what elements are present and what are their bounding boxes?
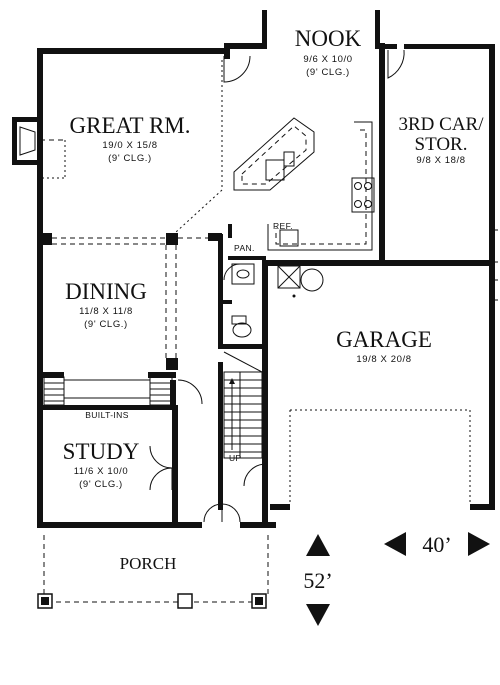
garage-label: GARAGE: [336, 327, 432, 352]
kitchen-counter: [267, 121, 375, 251]
staircase: [223, 351, 263, 459]
porch-label: PORCH: [120, 554, 177, 573]
nook-ceiling: (9' CLG.): [306, 67, 350, 78]
porch-posts: [37, 593, 267, 609]
width-dimension-label: 40’: [422, 532, 451, 557]
depth-dimension-arrows: [306, 534, 330, 626]
third-car-size: 9/8 X 18/8: [416, 155, 465, 166]
garage-size: 19/8 X 20/8: [356, 354, 411, 365]
great-room-size: 19/0 X 15/8: [102, 140, 157, 151]
pantry-label: PAN.: [234, 243, 255, 253]
kitchen-island: [233, 117, 315, 191]
powder-bath: [231, 263, 255, 338]
dining-size: 11/8 X 11/8: [79, 306, 133, 317]
dining-label: DINING: [65, 279, 147, 304]
dashed-openings: [40, 60, 498, 603]
third-car-label-line2: STOR.: [415, 134, 468, 155]
third-car-label-line1: 3RD CAR/: [399, 114, 485, 135]
nook-label: NOOK: [295, 26, 362, 51]
study-label: STUDY: [63, 439, 140, 464]
study-ceiling: (9' CLG.): [79, 479, 123, 490]
dining-ceiling: (9' CLG.): [84, 319, 128, 330]
stairs-up-label: UP: [229, 453, 242, 463]
study-size: 11/6 X 10/0: [74, 466, 129, 477]
door-swings: [149, 49, 405, 523]
great-room-label: GREAT RM.: [70, 113, 191, 138]
interior-walls: [40, 224, 489, 510]
great-room-ceiling: (9' CLG.): [108, 153, 152, 164]
nook-size: 9/6 X 10/0: [303, 54, 352, 65]
refrigerator-label: REF.: [273, 221, 293, 231]
depth-dimension-label: 52’: [303, 568, 332, 593]
exterior-walls: [12, 10, 495, 528]
width-dimension-arrows: [384, 532, 490, 556]
built-ins-label: BUILT-INS: [85, 410, 129, 420]
laundry: [277, 265, 324, 298]
built-ins-shelving: [43, 376, 173, 406]
